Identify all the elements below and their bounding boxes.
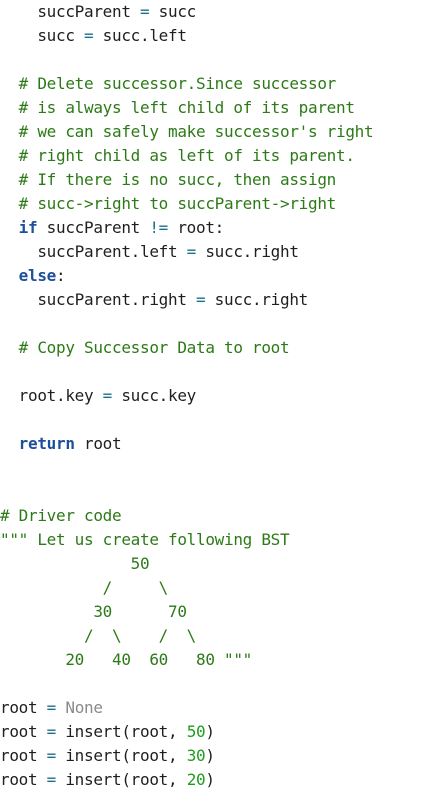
code-line: succParent = succ [0, 0, 196, 24]
code-text: insert(root, [56, 770, 187, 789]
code-text [0, 218, 19, 237]
operator-token: = [46, 770, 57, 789]
code-text: root.key [0, 386, 103, 405]
string-token: """ Let us create following BST [0, 530, 290, 549]
code-line: """ Let us create following BST [0, 528, 290, 552]
code-line: if succParent != root: [0, 216, 225, 240]
code-text: ) [205, 770, 215, 789]
code-line: # we can safely make successor's right [0, 120, 374, 144]
none-token: None [65, 698, 103, 717]
comment-token: # we can safely make successor's right [18, 122, 374, 141]
string-token: 20 40 60 80 """ [0, 650, 252, 669]
operator-token: = [46, 746, 57, 765]
code-text: succ.right [196, 242, 299, 261]
code-text [0, 266, 19, 285]
code-text [0, 98, 19, 117]
comment-token: # Delete successor.Since successor [18, 74, 337, 93]
code-text: root [0, 698, 47, 717]
code-text: succ [0, 26, 84, 45]
code-line: succParent.left = succ.right [0, 240, 299, 264]
code-text: succParent [37, 218, 150, 237]
number-token: 50 [186, 722, 206, 741]
code-text: root [0, 746, 47, 765]
string-token: 50 [0, 554, 150, 573]
code-line: # Driver code [0, 504, 122, 528]
code-line: # succ->right to succParent->right [0, 192, 337, 216]
code-line: # is always left child of its parent [0, 96, 355, 120]
code-text: succ.right [205, 290, 309, 309]
comment-token: # right child as left of its parent. [18, 146, 355, 165]
code-line: # If there is no succ, then assign [0, 168, 337, 192]
code-text [0, 170, 19, 189]
operator-token: = [46, 722, 57, 741]
code-line: root.key = succ.key [0, 384, 197, 408]
code-line: # Delete successor.Since successor [0, 72, 337, 96]
code-text: ) [205, 722, 215, 741]
code-line: # right child as left of its parent. [0, 144, 355, 168]
code-line: / \ / \ [0, 624, 196, 648]
string-token: 30 70 [0, 602, 187, 621]
operator-token: = [186, 242, 197, 261]
code-line: # Copy Successor Data to root [0, 336, 290, 360]
code-text: root [0, 770, 47, 789]
comment-token: # is always left child of its parent [18, 98, 355, 117]
code-text: root [74, 434, 122, 453]
string-token: / \ / \ [0, 626, 196, 645]
operator-token: = [102, 386, 113, 405]
code-line: succParent.right = succ.right [0, 288, 308, 312]
code-line: root = insert(root, 50) [0, 720, 215, 744]
comment-token: # succ->right to succParent->right [18, 194, 337, 213]
code-text [0, 338, 19, 357]
code-text [0, 74, 19, 93]
code-text [56, 698, 65, 717]
operator-token: = [46, 698, 57, 717]
code-text: succParent [0, 2, 140, 21]
code-text [0, 194, 19, 213]
code-line: 20 40 60 80 """ [0, 648, 252, 672]
string-token: / \ [0, 578, 169, 597]
code-text: succ.key [112, 386, 197, 405]
comment-token: # Copy Successor Data to root [18, 338, 290, 357]
code-line: 30 70 [0, 600, 187, 624]
code-line: succ = succ.left [0, 24, 187, 48]
code-text: root [0, 722, 47, 741]
keyword-token: else [18, 266, 57, 285]
code-line: / \ [0, 576, 169, 600]
code-line: return root [0, 432, 122, 456]
keyword-token: return [18, 434, 75, 453]
operator-token: = [140, 2, 150, 21]
code-line: root = None [0, 696, 103, 720]
code-line: root = insert(root, 20) [0, 768, 215, 792]
code-text [0, 146, 19, 165]
code-text: succ [149, 2, 197, 21]
code-text: insert(root, [56, 746, 187, 765]
keyword-token: if [18, 218, 38, 237]
code-text: succ.left [93, 26, 187, 45]
operator-token: = [84, 26, 94, 45]
code-text [0, 434, 19, 453]
code-text: succParent.left [0, 242, 187, 261]
code-line: else: [0, 264, 66, 288]
code-text [0, 122, 19, 141]
comment-token: # If there is no succ, then assign [18, 170, 337, 189]
code-line: root = insert(root, 30) [0, 744, 215, 768]
code-text: insert(root, [56, 722, 187, 741]
number-token: 30 [186, 746, 206, 765]
code-text: : [56, 266, 66, 285]
operator-token: = [196, 290, 206, 309]
operator-token: != [149, 218, 169, 237]
code-text: ) [205, 746, 215, 765]
code-text: succParent.right [0, 290, 196, 309]
number-token: 20 [186, 770, 206, 789]
code-text: root: [168, 218, 225, 237]
comment-token: # Driver code [0, 506, 122, 525]
code-line: 50 [0, 552, 150, 576]
